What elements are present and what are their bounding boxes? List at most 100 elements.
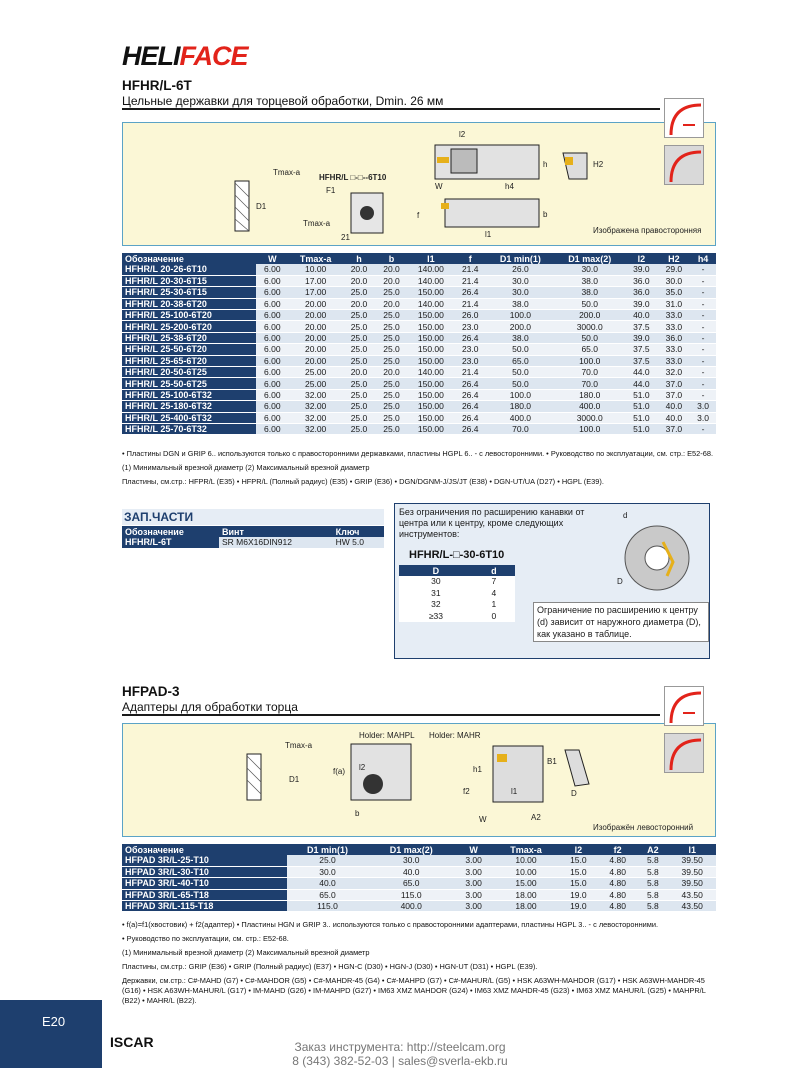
- table-cell: 17.00: [288, 286, 343, 299]
- insert-side: [437, 157, 449, 163]
- table-cell: 25.0: [342, 355, 376, 368]
- table-cell: 36.0: [625, 286, 658, 299]
- table-cell: 6.00: [256, 423, 289, 436]
- section1-title: HFHR/L-6T: [122, 78, 192, 93]
- table-cell: 140.00: [407, 298, 454, 311]
- table-cell: 29.0: [657, 264, 691, 276]
- table-cell: 100.0: [554, 423, 626, 436]
- table-cell: 30.0: [368, 855, 454, 867]
- table-cell: 23.0: [453, 355, 487, 368]
- section2-title: HFPAD-3: [122, 684, 180, 699]
- table-cell: 400.0: [486, 412, 555, 424]
- t1-col-1: W: [256, 253, 289, 264]
- table-cell: 5.8: [637, 889, 669, 902]
- table-cell: 20.0: [375, 366, 408, 379]
- note1: • Пластины DGN и GRIP 6.. используются т…: [122, 449, 714, 458]
- table-cell: 37.5: [625, 343, 658, 356]
- table-cell: 6.00: [256, 320, 289, 333]
- table-cell: 70.0: [554, 377, 626, 390]
- holder-drawing-svg: D1 Tmax-a F1 Tmax-a 21 HFHR/L □-□--6T10 …: [234, 130, 701, 242]
- t2-col-2: D1 max(2): [368, 844, 454, 855]
- note2-1: • f(a)=f1(хвостовик) + f2(адаптер) • Пла…: [122, 920, 659, 929]
- table-cell: 150.00: [407, 389, 454, 402]
- table-cell: 18.00: [493, 889, 559, 902]
- table-cell: 37.0: [657, 377, 691, 390]
- section1-subtitle: Цельные державки для торцевой обработки,…: [122, 94, 444, 108]
- table-cell: 115.0: [368, 889, 454, 902]
- table-cell: 3.0: [690, 412, 716, 424]
- sp-screw: SR M6X16DIN912: [219, 537, 333, 549]
- row-designation: HFHR/L 25-180-6T32: [122, 400, 257, 413]
- table-cell: 25.0: [375, 400, 408, 413]
- row-designation: HFHR/L 25-38-6T20: [122, 332, 257, 345]
- table-cell: 25.0: [286, 855, 369, 867]
- table-cell: 33.0: [657, 355, 691, 368]
- table-cell: 37.0: [657, 423, 691, 436]
- table-cell: 6.00: [256, 400, 289, 413]
- t1-col-11: h4: [690, 253, 716, 264]
- table-cell: 25.0: [342, 400, 376, 413]
- limit-tool: HFHR/L-□-30-6T10: [409, 549, 505, 561]
- dim-F1: F1: [326, 186, 336, 195]
- t2-col-0: Обозначение: [122, 844, 287, 855]
- holder-left-label: Holder: MAHPL: [359, 731, 415, 740]
- table-cell: 40.0: [657, 412, 691, 424]
- table-cell: 25.0: [375, 355, 408, 368]
- table-cell: 4.80: [598, 889, 638, 902]
- table-cell: 25.00: [288, 366, 343, 379]
- table-cell: -: [690, 275, 716, 288]
- table-cell: 51.0: [625, 389, 658, 402]
- section2-subtitle: Адаптеры для обработки торца: [122, 700, 298, 714]
- table-cell: 5.8: [637, 866, 669, 879]
- limit-cell: 1: [472, 598, 515, 611]
- table-cell: 150.00: [407, 332, 454, 345]
- table-cell: 40.0: [625, 309, 658, 322]
- table-cell: 25.0: [375, 423, 408, 436]
- table-cell: 70.0: [486, 423, 555, 436]
- row-designation: HFHR/L 20-30-6T15: [122, 275, 257, 288]
- table-cell: 18.00: [493, 900, 559, 913]
- table-cell: 20.00: [288, 332, 343, 345]
- dim-h4: h4: [505, 182, 514, 191]
- limit-cell: ≥33: [399, 610, 473, 623]
- page-number: E20: [42, 1014, 66, 1029]
- table-cell: 150.00: [407, 286, 454, 299]
- dim-tmax: Tmax-a: [303, 219, 331, 228]
- table-cell: -: [690, 320, 716, 333]
- table-cell: 25.0: [375, 343, 408, 356]
- table-cell: 3.00: [453, 900, 494, 913]
- table-cell: 26.0: [453, 309, 487, 322]
- table-cell: 5.8: [637, 877, 669, 890]
- table-cell: 50.0: [554, 298, 626, 311]
- table-cell: 40.0: [286, 877, 369, 890]
- table-cell: 25.0: [375, 309, 408, 322]
- adapter-workpiece-hatch: [246, 755, 262, 795]
- table-cell: 43.50: [668, 889, 716, 902]
- table-cell: 3.0: [690, 400, 716, 413]
- dim-l2: l2: [459, 130, 466, 139]
- dim-tmax-top: Tmax-a: [273, 168, 301, 177]
- t1-col-3: h: [342, 253, 376, 264]
- table-cell: 23.0: [453, 320, 487, 333]
- table-cell: 32.00: [288, 389, 343, 402]
- table-cell: 25.0: [342, 412, 376, 424]
- table-cell: 100.0: [486, 389, 555, 402]
- table-cell: -: [690, 343, 716, 356]
- table-cell: 40.0: [368, 866, 454, 879]
- table-cell: 37.5: [625, 355, 658, 368]
- table-cell: 20.0: [342, 264, 376, 276]
- t1-col-2: Tmax-a: [288, 253, 343, 264]
- section2-notes: • f(a)=f1(хвостовик) + f2(адаптер) • Пла…: [122, 920, 716, 1006]
- table-cell: -: [690, 309, 716, 322]
- table-cell: 39.0: [625, 332, 658, 345]
- table-cell: 36.0: [625, 275, 658, 288]
- table-cell: 180.0: [486, 400, 555, 413]
- row-designation: HFHR/L 25-70-6T32: [122, 423, 257, 436]
- row-designation: HFPAD 3R/L-65-T18: [122, 889, 287, 902]
- table-cell: 25.0: [342, 343, 376, 356]
- table-cell: 30.0: [486, 275, 555, 288]
- table-cell: 150.00: [407, 377, 454, 390]
